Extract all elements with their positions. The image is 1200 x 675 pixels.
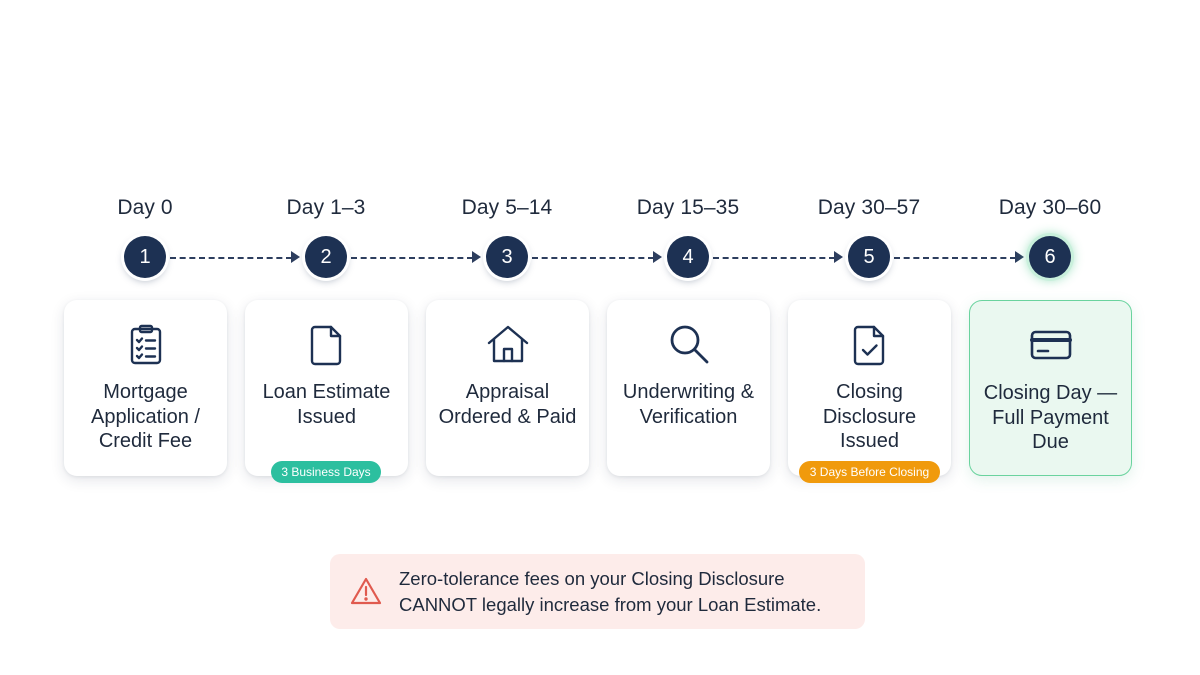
arrowhead-5-6	[1015, 251, 1024, 263]
step-4-card: Underwriting & Verification	[607, 300, 770, 476]
step-5-card: Closing Disclosure Issued	[788, 300, 951, 476]
arrowhead-4-5	[834, 251, 843, 263]
connector-2-3	[351, 257, 473, 259]
connector-1-2	[170, 257, 292, 259]
step-5-badge: 3 Days Before Closing	[799, 461, 940, 483]
step-2-number: 2	[305, 236, 347, 278]
connector-5-6	[894, 257, 1016, 259]
warning-banner: Zero-tolerance fees on your Closing Disc…	[330, 554, 865, 629]
warning-line-2: CANNOT legally increase from your Loan E…	[399, 594, 822, 615]
step-3-number: 3	[486, 236, 528, 278]
step-2-badge: 3 Business Days	[271, 461, 381, 483]
step-1-day-label: Day 0	[117, 196, 173, 219]
step-4-title: Underwriting & Verification	[622, 381, 755, 428]
warning-line-1: Zero-tolerance fees on your Closing Disc…	[399, 568, 785, 589]
step-1-title: Mortgage Application / Credit Fee	[91, 381, 200, 452]
step-2-card: Loan Estimate Issued	[245, 300, 408, 476]
step-3-card: Appraisal Ordered & Paid	[426, 300, 589, 476]
clipboard-checklist-icon	[124, 322, 168, 366]
step-4-number: 4	[667, 236, 709, 278]
step-5-title: Closing Disclosure Issued	[822, 381, 917, 452]
warning-message: Zero-tolerance fees on your Closing Disc…	[399, 566, 855, 618]
step-3-day-label: Day 5–14	[461, 196, 553, 219]
step-6-title: Closing Day — Full Payment Due	[983, 382, 1118, 453]
step-2-day-label: Day 1–3	[286, 196, 366, 219]
arrowhead-1-2	[291, 251, 300, 263]
step-2-title: Loan Estimate Issued	[262, 381, 391, 428]
step-5-day-label: Day 30–57	[817, 196, 921, 219]
step-5-number: 5	[848, 236, 890, 278]
warning-triangle-icon	[350, 576, 382, 606]
step-6-number: 6	[1029, 236, 1071, 278]
arrowhead-2-3	[472, 251, 481, 263]
step-6-day-label: Day 30–60	[998, 196, 1102, 219]
arrowhead-3-4	[653, 251, 662, 263]
step-6-card: Closing Day — Full Payment Due	[969, 300, 1132, 476]
step-1-card: Mortgage Application / Credit Fee	[64, 300, 227, 476]
step-3-title: Appraisal Ordered & Paid	[438, 381, 577, 428]
house-icon	[486, 322, 530, 366]
connector-3-4	[532, 257, 654, 259]
credit-card-icon	[1029, 323, 1073, 367]
connector-4-5	[713, 257, 835, 259]
magnifier-icon	[667, 322, 711, 366]
step-4-day-label: Day 15–35	[636, 196, 740, 219]
step-1-number: 1	[124, 236, 166, 278]
document-icon	[305, 322, 349, 366]
document-check-icon	[848, 322, 892, 366]
